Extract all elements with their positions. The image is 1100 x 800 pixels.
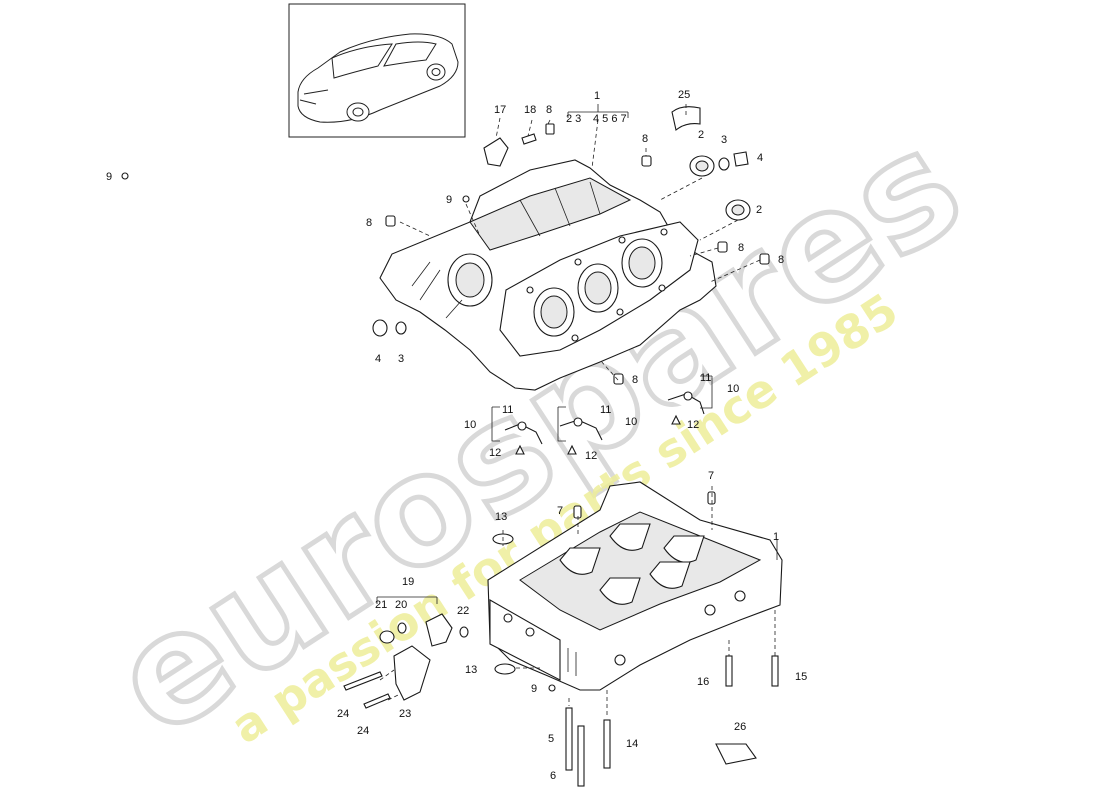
lower-crankcase [487, 481, 783, 691]
dowel-icon [707, 491, 716, 505]
bolt-icon [363, 693, 391, 709]
o-ring-icon [395, 321, 407, 335]
bolt-icon [603, 719, 611, 769]
callout-label: 11 [502, 404, 513, 416]
dowel-icon [545, 123, 555, 135]
callout-label: 8 [546, 104, 552, 116]
dowel-icon [641, 155, 652, 167]
bearing-shell-icon [671, 106, 701, 131]
callout-label: 13 [465, 664, 477, 676]
dowel-icon [759, 253, 770, 265]
callout-label: 10 [464, 419, 476, 431]
o-ring-icon [494, 663, 516, 675]
callout-label: 23 [399, 708, 411, 720]
callout-label: 12 [585, 450, 597, 462]
callout-label: 9 [446, 194, 452, 206]
callout-label: 4 [757, 152, 763, 164]
bolt-icon [725, 655, 733, 687]
callout-label: 11 [600, 404, 611, 416]
callout-label: 12 [687, 419, 699, 431]
bolt-icon [577, 725, 585, 787]
dowel-icon [573, 505, 582, 519]
group-label: 20 [395, 599, 407, 611]
bolt-icon [565, 707, 573, 771]
small-parts [121, 106, 779, 787]
callout-labels: 1 2 3 4 5 6 7 25 17 18 8 8 2 3 4 9 9 8 2… [106, 89, 807, 782]
callout-label: 25 [678, 89, 690, 101]
callout-label: 7 [557, 505, 563, 517]
callout-label: 1 [594, 90, 600, 102]
o-ring-icon [459, 626, 469, 638]
group-label: 2 3 [566, 113, 581, 125]
callout-label: 5 [548, 733, 554, 745]
vehicle-thumbnail [288, 3, 466, 138]
callout-label: 1 [773, 531, 779, 543]
callout-label: 2 [756, 204, 762, 216]
callout-label: 8 [632, 374, 638, 386]
small-plug-icon [121, 172, 129, 180]
bolt-icon [771, 655, 779, 687]
sensor-icon [483, 137, 509, 167]
o-ring-icon [397, 622, 407, 634]
screw-plug-icon [372, 319, 388, 337]
small-plug-icon [548, 684, 556, 692]
callout-label: 8 [642, 133, 648, 145]
group-label: 21 [375, 599, 387, 611]
callout-label: 7 [708, 470, 714, 482]
pump-housing-icon [393, 645, 431, 701]
callout-label: 22 [457, 605, 469, 617]
callout-label: 16 [697, 676, 709, 688]
callout-label: 26 [734, 721, 746, 733]
sealant-tube-icon [715, 743, 757, 765]
callout-label: 14 [626, 738, 638, 750]
callout-label: 24 [337, 708, 349, 720]
callout-label: 2 [698, 129, 704, 141]
callout-label: 15 [795, 671, 807, 683]
callout-label: 24 [357, 725, 369, 737]
bolt-icon [521, 133, 537, 145]
dowel-icon [613, 373, 624, 385]
seal-icon [379, 630, 395, 644]
bolt-icon [343, 671, 383, 691]
small-plug-icon [462, 195, 470, 203]
dowel-icon [717, 241, 728, 253]
callout-label: 13 [495, 511, 507, 523]
callout-label: 18 [524, 104, 536, 116]
callout-label: 11 [700, 372, 711, 384]
callout-label: 17 [494, 104, 506, 116]
callout-label: 9 [106, 171, 112, 183]
callout-label: 19 [402, 576, 414, 588]
dowel-icon [385, 215, 396, 227]
callout-label: 8 [778, 254, 784, 266]
callout-label: 4 [375, 353, 381, 365]
group-label: 4 5 6 7 [593, 113, 627, 125]
oil-spray-nozzle-group [504, 391, 705, 455]
leader-lines [376, 104, 778, 718]
callout-label: 6 [550, 770, 556, 782]
callout-label: 9 [531, 683, 537, 695]
upper-crankcase [379, 159, 717, 391]
callout-label: 3 [398, 353, 404, 365]
screw-plug-icon [733, 151, 749, 167]
car-icon [297, 33, 459, 123]
callout-label: 10 [625, 416, 637, 428]
callout-label: 8 [366, 217, 372, 229]
callout-label: 12 [489, 447, 501, 459]
callout-label: 10 [727, 383, 739, 395]
callout-label: 8 [738, 242, 744, 254]
callout-label: 3 [721, 134, 727, 146]
housing-icon [425, 613, 453, 647]
o-ring-icon [718, 157, 730, 171]
